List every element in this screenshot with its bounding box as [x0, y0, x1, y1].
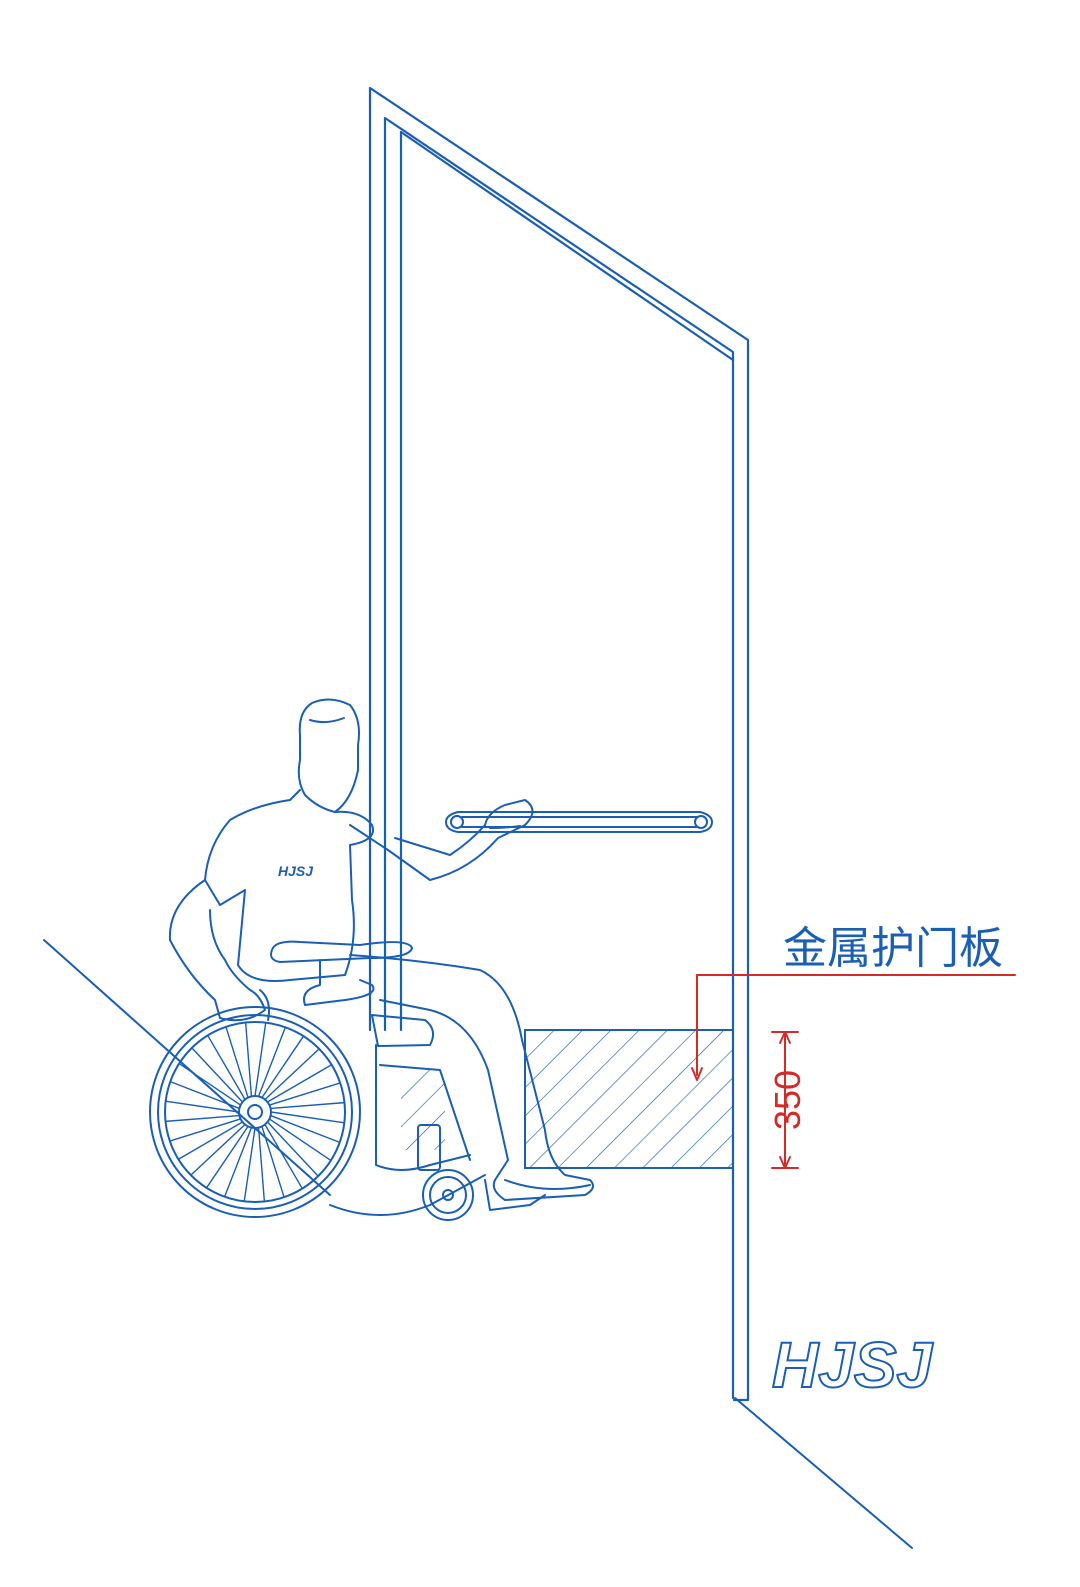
- wheel-spoke: [164, 1114, 241, 1123]
- wheel-spoke: [257, 1126, 266, 1203]
- wheel-spoke: [266, 1121, 319, 1177]
- door-leaf-top: [399, 130, 735, 362]
- brand-logo-text: HJSJ: [772, 1329, 934, 1401]
- door: [368, 86, 750, 1402]
- kickplate: [401, 1029, 734, 1169]
- wheel-spoke: [223, 1126, 253, 1198]
- dimension-value: 350: [767, 1070, 808, 1130]
- wheel-spoke: [269, 1101, 346, 1110]
- wheel-spoke: [266, 1064, 333, 1103]
- wheel-spoke: [205, 1125, 249, 1189]
- wheel-spoke: [244, 1021, 253, 1098]
- wheel-spoke: [169, 1118, 242, 1142]
- wheel-hub: [238, 1095, 272, 1129]
- wheel-spoke: [268, 1082, 341, 1106]
- wheel-spoke: [207, 1034, 246, 1101]
- annotation-label: 金属护门板: [783, 924, 1003, 973]
- door-frame-inner: [383, 116, 735, 1400]
- floor-right-line: [734, 1397, 913, 1549]
- wheel-spoke: [164, 1100, 240, 1113]
- kickplate-hatch-left: [401, 1070, 445, 1150]
- floor-left-line: [43, 939, 331, 1196]
- wheel-spoke: [257, 1026, 287, 1098]
- wheel-spoke: [261, 1125, 285, 1198]
- wheel-spoke: [254, 1021, 267, 1097]
- wheel-spoke: [190, 1123, 246, 1176]
- wheel-spoke: [169, 1080, 241, 1110]
- brand-logo: HJSJ: [771, 1328, 935, 1402]
- person-torso: [204, 789, 374, 982]
- person: HJSJ: [168, 698, 595, 1201]
- wheel-spoke: [225, 1026, 249, 1099]
- door-frame-outer: [368, 86, 750, 1402]
- wheel-spoke: [191, 1047, 244, 1103]
- wheel-front: [422, 1169, 474, 1221]
- wheel-spoke: [178, 1062, 242, 1106]
- person-arm-left: [168, 879, 266, 1022]
- wheel-spoke: [243, 1127, 256, 1203]
- wheelchair: [149, 940, 546, 1221]
- wheel-spoke: [268, 1118, 332, 1162]
- wheel-spoke: [261, 1035, 305, 1099]
- wheel-spoke: [177, 1121, 244, 1160]
- shirt-logo-text: HJSJ: [278, 863, 314, 879]
- wheel-rear: [149, 1006, 361, 1218]
- annotation: 金属护门板 350: [691, 924, 1016, 1169]
- wheel-spoke: [269, 1114, 341, 1144]
- wheel-spokes: [164, 1021, 346, 1203]
- person-head: [297, 698, 360, 813]
- person-arm-right: [349, 799, 534, 881]
- wheel-spoke: [264, 1048, 320, 1101]
- floor-lines: [43, 939, 913, 1549]
- wheel-spoke: [270, 1111, 346, 1124]
- person-legs: [349, 954, 595, 1201]
- wheel-spoke: [264, 1123, 303, 1190]
- kickplate-hatch: [524, 1029, 734, 1169]
